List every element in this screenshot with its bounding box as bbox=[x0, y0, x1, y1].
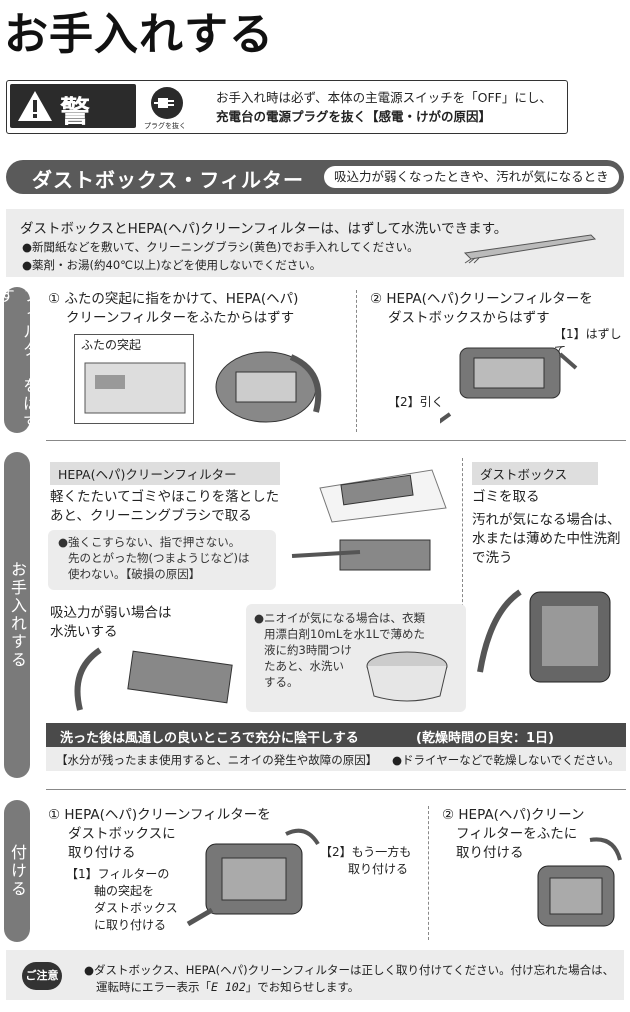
remove-step-1-line-1: ① ふたの突起に指をかけて、HEPA(ヘパ) bbox=[48, 291, 299, 307]
attach-step-2-line-3: 取り付ける bbox=[456, 845, 524, 861]
drying-bar: 洗った後は風通しの良いところで充分に陰干しする (乾燥時間の目安：1日) bbox=[46, 723, 626, 747]
drying-note: ●ドライヤーなどで乾燥しないでください。 bbox=[392, 753, 620, 767]
drying-time: (乾燥時間の目安：1日) bbox=[416, 731, 554, 746]
attach-step-1-a: 【1】フィルターの 軸の突起を ダストボックス に取り付ける bbox=[66, 866, 178, 934]
wash-line-1: 吸込力が弱い場合は bbox=[50, 605, 172, 621]
brush-filter-illustration bbox=[291, 539, 431, 571]
dustbox-line-3: 水または薄めた中性洗剤 bbox=[472, 531, 621, 547]
section-header: ダストボックス・フィルター 吸込力が弱くなったときや、汚れが気になるとき bbox=[6, 160, 624, 194]
remove-step-2-line-2: ダストボックスからはずす bbox=[388, 310, 550, 326]
caution-line-2-post: 」でお知らせします。 bbox=[245, 980, 360, 994]
attach-step-1-line-3: 取り付ける bbox=[68, 845, 136, 861]
attach-step-2: ② HEPA(ヘパ)クリーン フィルターをふたに 取り付ける bbox=[442, 806, 584, 863]
remove-step-1-line-2: クリーンフィルターをふたからはずす bbox=[66, 310, 295, 326]
caution-line-1: ●ダストボックス、HEPA(ヘパ)クリーンフィルターは正しく取り付けてください。… bbox=[84, 963, 615, 977]
attach-step-1-line-2: ダストボックスに bbox=[68, 826, 176, 842]
warning-icon bbox=[18, 91, 52, 121]
intro-bullet-2: ●薬剤・お湯(約40℃以上)などを使用しないでください。 bbox=[22, 258, 322, 272]
caution-text: ●ダストボックス、HEPA(ヘパ)クリーンフィルターは正しく取り付けてください。… bbox=[84, 962, 614, 996]
warning-text: お手入れ時は必ず、本体の主電源スイッチを「OFF」にし、 充電台の電源プラグを抜… bbox=[216, 88, 552, 126]
hepa-note-line-3: 使わない。【破損の原因】 bbox=[68, 567, 201, 581]
lid-tab-illustration bbox=[84, 362, 186, 414]
hepa-note: ●強くこすらない、指で押さない。 先のとがった物(つまようじなど)は 使わない。… bbox=[48, 530, 276, 590]
lid-tab-detail: ふたの突起 bbox=[74, 334, 194, 424]
odor-line-1: ●ニオイが気になる場合は、衣類 bbox=[254, 611, 426, 625]
warning-line-1: お手入れ時は必ず、本体の主電源スイッチを「OFF」にし、 bbox=[216, 90, 552, 105]
tab-attach: 付ける bbox=[4, 800, 30, 942]
remove-step-2-label-b: 【2】引く bbox=[388, 395, 444, 409]
divider bbox=[356, 290, 357, 432]
dustbox-line-2: 汚れが気になる場合は、 bbox=[472, 512, 621, 528]
intro-box: ダストボックスとHEPA(ヘパ)クリーンフィルターは、はずして水洗いできます。 … bbox=[6, 209, 624, 277]
page-title: お手入れする bbox=[4, 9, 274, 60]
odor-line-2: 用漂白剤10mLを水1Lで薄めた bbox=[264, 627, 425, 641]
soak-bowl-illustration bbox=[366, 651, 448, 702]
odor-line-5: する。 bbox=[264, 675, 299, 689]
caution-badge: ご注意 bbox=[22, 962, 62, 990]
attach-1b-line-2: 取り付ける bbox=[348, 862, 409, 876]
remove-step-2: ② HEPA(ヘパ)クリーンフィルターを ダストボックスからはずす bbox=[370, 290, 593, 328]
section-subtitle: 吸込力が弱くなったときや、汚れが気になるとき bbox=[324, 166, 619, 188]
attach-1a-line-1: 【1】フィルターの bbox=[66, 867, 170, 881]
unplug-caption: プラグを抜く bbox=[144, 122, 186, 130]
remove-step-1: ① ふたの突起に指をかけて、HEPA(ヘパ) クリーンフィルターをふたからはずす bbox=[48, 290, 298, 328]
drying-warning-bar: 【水分が残ったまま使用すると、ニオイの発生や故障の原因】 ●ドライヤーなどで乾燥… bbox=[46, 747, 626, 771]
caution-box bbox=[6, 950, 624, 1000]
error-code: E 102 bbox=[211, 980, 246, 994]
tab-remove-filter: フィルターをはずす bbox=[0, 287, 39, 433]
intro-bullet-1: ●新聞紙などを敷いて、クリーニングブラシ(黄色)でお手入れしてください。 bbox=[22, 240, 419, 254]
hepa-line-2: あと、クリーニングブラシで取る bbox=[50, 508, 252, 524]
dustbox-line-1: ゴミを取る bbox=[472, 489, 540, 505]
attach-step-1: ① HEPA(ヘパ)クリーンフィルターを ダストボックスに 取り付ける bbox=[48, 806, 271, 863]
wash-instruction: 吸込力が弱い場合は 水洗いする bbox=[50, 604, 172, 642]
remove-filter-lid-illustration bbox=[215, 351, 322, 423]
warning-label: 警告 bbox=[10, 84, 136, 174]
attach-filter-box-illustration bbox=[186, 828, 320, 927]
odor-line-3: 液に約3時間つけ bbox=[264, 643, 352, 657]
odor-note: ●ニオイが気になる場合は、衣類 用漂白剤10mLを水1Lで薄めた 液に約3時間つ… bbox=[246, 604, 466, 712]
hepa-note-line-2: 先のとがった物(つまようじなど)は bbox=[68, 551, 250, 565]
drying-instruction: 洗った後は風通しの良いところで充分に陰干しする bbox=[60, 731, 359, 746]
drying-warning: 【水分が残ったまま使用すると、ニオイの発生や故障の原因】 bbox=[56, 753, 378, 767]
intro-line: ダストボックスとHEPA(ヘパ)クリーンフィルターは、はずして水洗いできます。 bbox=[20, 221, 508, 237]
unplug-icon bbox=[151, 87, 183, 119]
cleaning-brush-illustration bbox=[463, 234, 597, 264]
warning-box bbox=[6, 80, 568, 134]
attach-1a-line-2: 軸の突起を bbox=[94, 884, 155, 898]
dustbox-line-4: で洗う bbox=[472, 550, 513, 566]
remove-step-2-line-1: ② HEPA(ヘパ)クリーンフィルターを bbox=[370, 291, 593, 307]
lid-tab-callout: ふたの突起 bbox=[81, 338, 142, 352]
dustbox-subhead: ダストボックス bbox=[472, 462, 598, 485]
attach-step-2-line-1: ② HEPA(ヘパ)クリーン bbox=[442, 807, 585, 823]
hepa-note-line-1: ●強くこすらない、指で押さない。 bbox=[58, 535, 241, 549]
attach-step-2-line-2: フィルターをふたに bbox=[456, 826, 578, 842]
hepa-instruction: 軽くたたいてゴミやほこりを落とした あと、クリーニングブラシで取る bbox=[50, 488, 279, 526]
attach-filter-lid-illustration bbox=[537, 837, 622, 927]
divider bbox=[462, 458, 463, 708]
remove-filter-box-illustration bbox=[440, 347, 578, 424]
attach-1b-line-1: 【2】もう一方も bbox=[320, 845, 412, 859]
section-title: ダストボックス・フィルター bbox=[32, 168, 304, 192]
tab-care: お手入れする bbox=[4, 452, 30, 778]
caution-line-2: 運転時にエラー表示「E 102」でお知らせします。 bbox=[84, 979, 614, 996]
divider bbox=[46, 789, 626, 790]
divider bbox=[46, 440, 626, 441]
divider bbox=[428, 806, 429, 940]
tap-filter-illustration bbox=[319, 469, 447, 523]
attach-1a-line-4: に取り付ける bbox=[94, 918, 167, 932]
dustbox-instruction: ゴミを取る 汚れが気になる場合は、 水または薄めた中性洗剤 で洗う bbox=[472, 488, 621, 568]
attach-1a-line-3: ダストボックス bbox=[94, 901, 178, 915]
caution-line-2-pre: 運転時にエラー表示「 bbox=[96, 980, 211, 994]
hepa-line-1: 軽くたたいてゴミやほこりを落とした bbox=[50, 489, 280, 505]
attach-step-1-b: 【2】もう一方も 取り付ける bbox=[320, 844, 411, 878]
warning-line-2: 充電台の電源プラグを抜く【感電・けがの原因】 bbox=[216, 109, 492, 124]
odor-line-4: たあと、水洗い bbox=[264, 659, 345, 673]
attach-step-1-line-1: ① HEPA(ヘパ)クリーンフィルターを bbox=[48, 807, 271, 823]
hepa-subhead: HEPA(ヘパ)クリーンフィルター bbox=[50, 462, 280, 485]
wash-dustbox-illustration bbox=[477, 589, 611, 683]
wash-line-2: 水洗いする bbox=[50, 624, 118, 640]
wash-filter-illustration bbox=[74, 647, 233, 711]
